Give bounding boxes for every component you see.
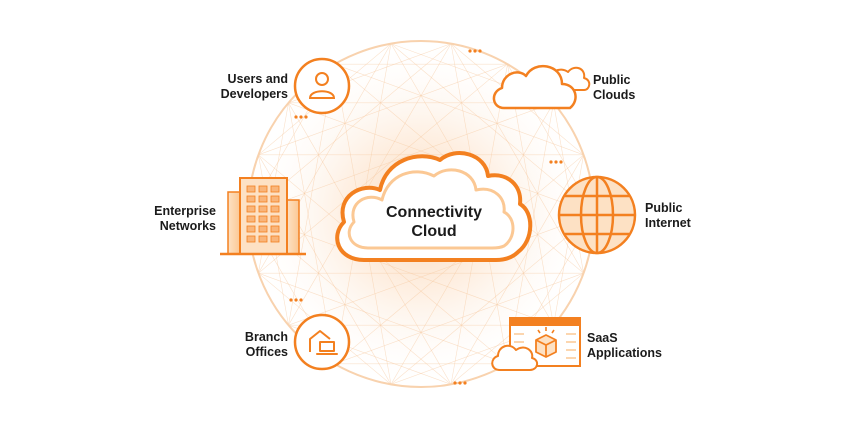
center-cloud-inner — [347, 168, 515, 250]
globe-icon — [557, 175, 637, 255]
users-label-line1: Users and — [228, 72, 288, 86]
node-users-developers: Users and Developers — [221, 57, 351, 115]
public-clouds-label-line1: Public — [593, 73, 631, 87]
small-cloud-icon — [491, 344, 538, 371]
home-laptop-icon — [309, 330, 338, 355]
branch-label-line1: Branch — [245, 330, 288, 344]
enterprise-label-line2: Networks — [160, 219, 216, 233]
office-building-icon — [220, 177, 306, 256]
user-icon — [308, 72, 336, 99]
users-label-line2: Developers — [221, 87, 288, 101]
center-label-line2: Cloud — [411, 223, 456, 240]
node-branch-offices: Branch Offices — [245, 313, 351, 371]
node-saas-applications: SaaS Applications — [491, 317, 662, 371]
browser-package-icon — [509, 317, 581, 367]
enterprise-label-line1: Enterprise — [154, 204, 216, 218]
node-public-clouds: Public Clouds — [492, 64, 635, 110]
branch-label-line2: Offices — [246, 345, 288, 359]
internet-label-line2: Internet — [645, 216, 692, 230]
saas-label-line2: Applications — [587, 346, 662, 360]
building-windows — [246, 185, 280, 243]
connectivity-cloud: Connectivity Cloud — [335, 151, 533, 262]
saas-label-line1: SaaS — [587, 331, 618, 345]
public-clouds-label-line2: Clouds — [593, 88, 635, 102]
internet-label-line1: Public — [645, 201, 683, 215]
node-enterprise-networks: Enterprise Networks — [154, 177, 306, 256]
node-public-internet: Public Internet — [557, 175, 692, 255]
center-label-line1: Connectivity — [386, 204, 482, 221]
cloud-icon — [492, 64, 591, 110]
